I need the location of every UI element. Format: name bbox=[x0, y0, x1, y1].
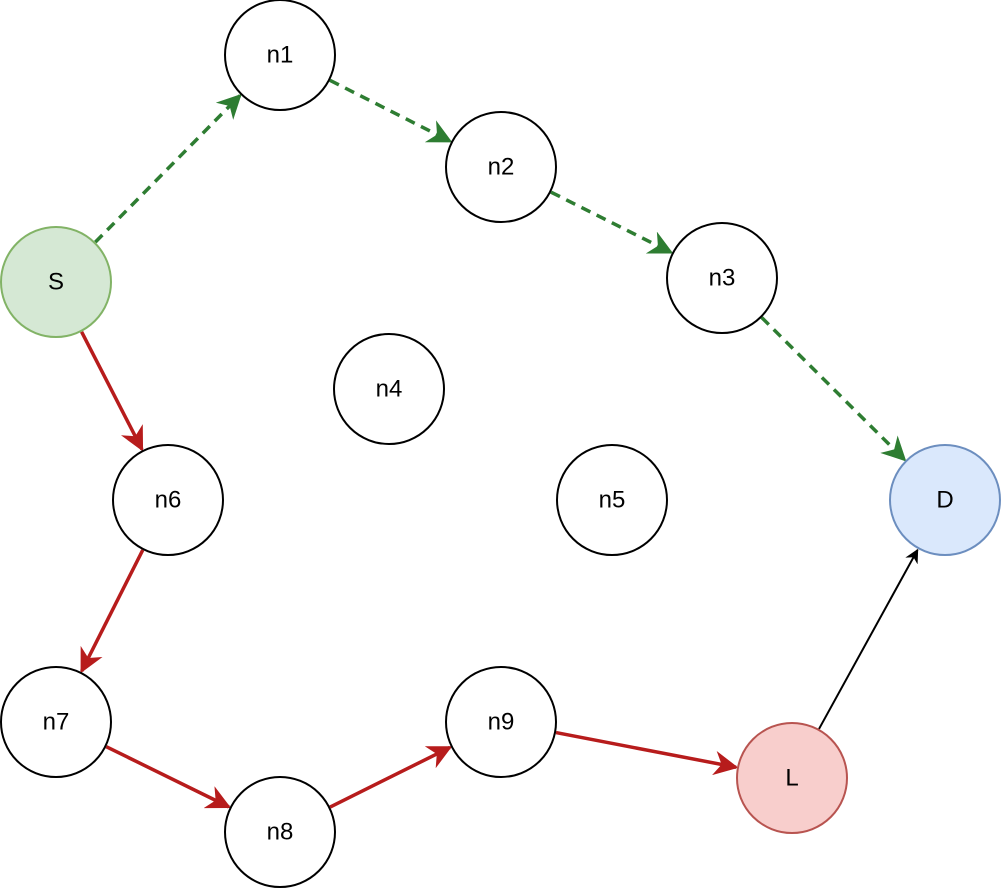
node-S: S bbox=[0, 226, 112, 338]
node-label-n4: n4 bbox=[376, 375, 403, 402]
node-n5: n5 bbox=[556, 444, 668, 556]
node-L: L bbox=[736, 722, 848, 834]
node-n1: n1 bbox=[224, 0, 336, 111]
edge-n8-to-n9 bbox=[329, 745, 453, 809]
node-n2: n2 bbox=[445, 111, 557, 223]
node-n3: n3 bbox=[666, 222, 778, 334]
node-n6: n6 bbox=[112, 444, 224, 556]
node-circle-n4 bbox=[333, 333, 445, 445]
node-label-D: D bbox=[936, 486, 953, 513]
edge-n3-to-D bbox=[760, 316, 907, 462]
node-label-n9: n9 bbox=[488, 708, 515, 735]
edge-L-to-D bbox=[818, 548, 919, 730]
node-n9: n9 bbox=[445, 666, 557, 778]
node-label-n3: n3 bbox=[709, 264, 736, 291]
node-n7: n7 bbox=[0, 666, 112, 778]
edges-layer bbox=[80, 78, 919, 809]
edge-n7-to-n8 bbox=[105, 745, 232, 809]
edge-n6-to-n7 bbox=[80, 549, 145, 674]
node-circle-n7 bbox=[0, 666, 112, 778]
edge-n1-to-n2 bbox=[329, 78, 453, 143]
node-n4: n4 bbox=[333, 333, 445, 445]
node-circle-S bbox=[0, 226, 112, 338]
edge-n2-to-n3 bbox=[550, 190, 674, 254]
node-label-S: S bbox=[48, 268, 64, 295]
node-label-L: L bbox=[785, 764, 798, 791]
node-D: D bbox=[889, 444, 1001, 556]
node-label-n2: n2 bbox=[488, 153, 515, 180]
node-circle-D bbox=[889, 444, 1001, 556]
node-label-n8: n8 bbox=[267, 818, 294, 845]
node-circle-n1 bbox=[224, 0, 336, 111]
node-circle-n9 bbox=[445, 666, 557, 778]
edge-S-to-n1 bbox=[94, 93, 242, 244]
edge-S-to-n6 bbox=[80, 331, 144, 452]
node-circle-L bbox=[736, 722, 848, 834]
node-circle-n8 bbox=[224, 776, 336, 888]
edge-n9-to-L bbox=[555, 730, 739, 776]
node-label-n6: n6 bbox=[155, 486, 182, 513]
node-circle-n3 bbox=[666, 222, 778, 334]
node-label-n1: n1 bbox=[267, 41, 294, 68]
node-circle-n2 bbox=[445, 111, 557, 223]
node-circle-n5 bbox=[556, 444, 668, 556]
node-n8: n8 bbox=[224, 776, 336, 888]
node-label-n5: n5 bbox=[599, 486, 626, 513]
node-circle-n6 bbox=[112, 444, 224, 556]
node-label-n7: n7 bbox=[43, 708, 70, 735]
